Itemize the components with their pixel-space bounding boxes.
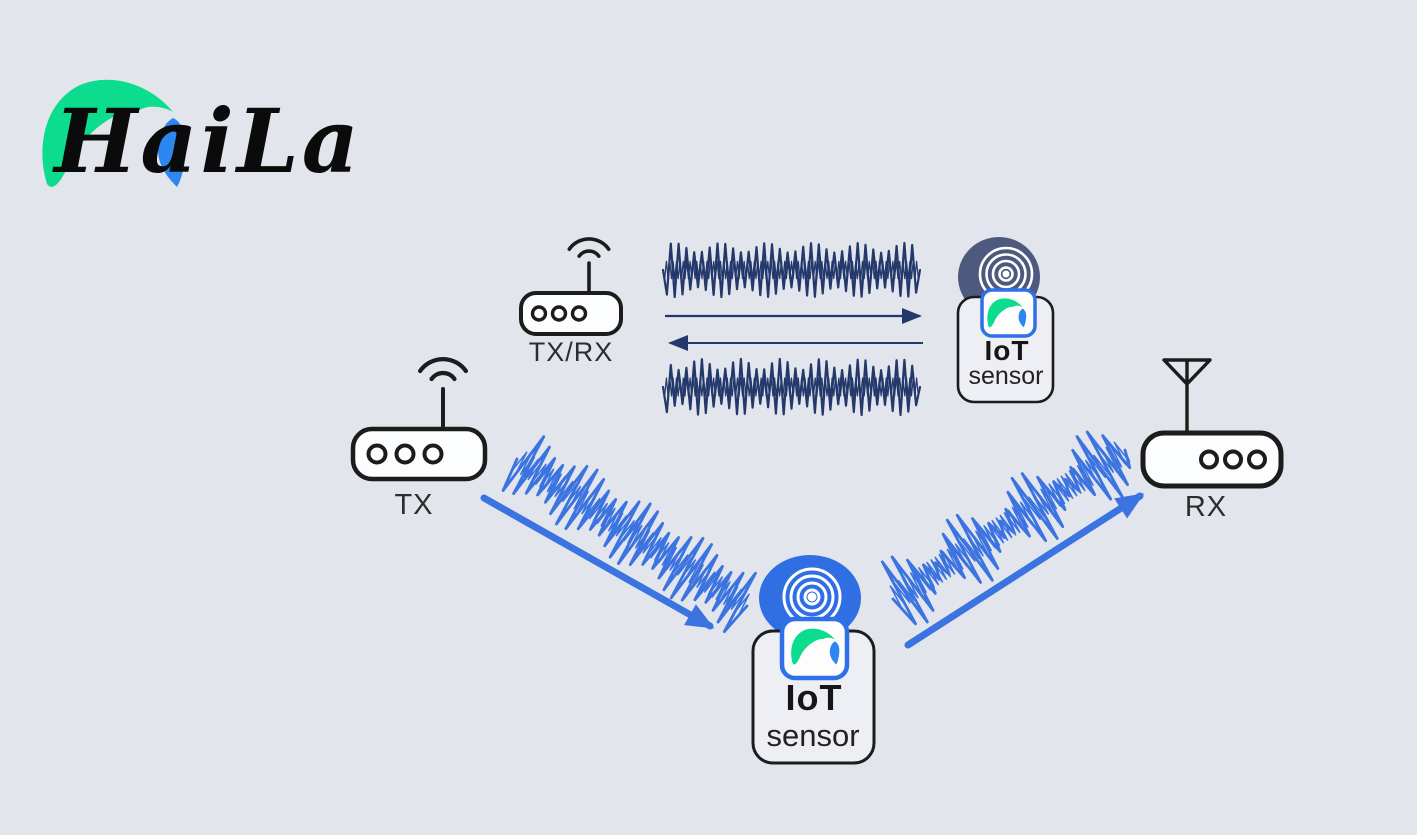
receiver-led bbox=[1223, 449, 1243, 470]
haila-chip bbox=[779, 616, 850, 681]
router-led bbox=[530, 305, 548, 322]
wifi-arc-outer bbox=[567, 237, 611, 251]
tx-router-icon bbox=[350, 357, 488, 482]
tx-router-label: TX bbox=[394, 489, 433, 521]
router-led bbox=[394, 443, 416, 465]
wave-tx-to-sensor bbox=[501, 435, 757, 634]
wifi-arc-inner bbox=[577, 249, 601, 258]
receiver-led bbox=[1199, 449, 1219, 470]
arrow-tx-to-sensor bbox=[480, 494, 715, 630]
sensor-label: sensor bbox=[766, 718, 859, 753]
rx-receiver-label: RX bbox=[1185, 491, 1227, 523]
carrier-wave-top bbox=[661, 241, 922, 299]
receiver-led bbox=[1247, 449, 1267, 470]
iot-sensor-top: IoT sensor bbox=[956, 237, 1055, 404]
backscatter-wave-top bbox=[661, 357, 922, 417]
arrow-sensor-to-rx bbox=[904, 492, 1145, 649]
router-body bbox=[350, 426, 488, 482]
txrx-router-icon bbox=[519, 237, 623, 336]
wifi-arc-outer bbox=[418, 357, 468, 374]
router-led bbox=[570, 305, 588, 322]
rx-receiver-icon bbox=[1140, 358, 1284, 489]
router-led bbox=[422, 443, 444, 465]
router-led bbox=[550, 305, 568, 322]
brand-name: HaiLa bbox=[51, 89, 362, 193]
signal-rings-icon bbox=[782, 567, 842, 627]
haila-logo: HaiLa bbox=[42, 79, 362, 193]
dipole-antenna-icon bbox=[1162, 358, 1212, 386]
txrx-router-label: TX/RX bbox=[529, 337, 614, 367]
iot-label: IoT bbox=[985, 335, 1030, 366]
iot-label: IoT bbox=[786, 677, 843, 718]
iot-sensor-bottom: IoT sensor bbox=[751, 555, 876, 765]
router-led bbox=[366, 443, 388, 465]
sensor-label: sensor bbox=[968, 362, 1043, 390]
wave-sensor-to-rx bbox=[880, 430, 1132, 626]
wifi-arc-inner bbox=[429, 370, 457, 382]
